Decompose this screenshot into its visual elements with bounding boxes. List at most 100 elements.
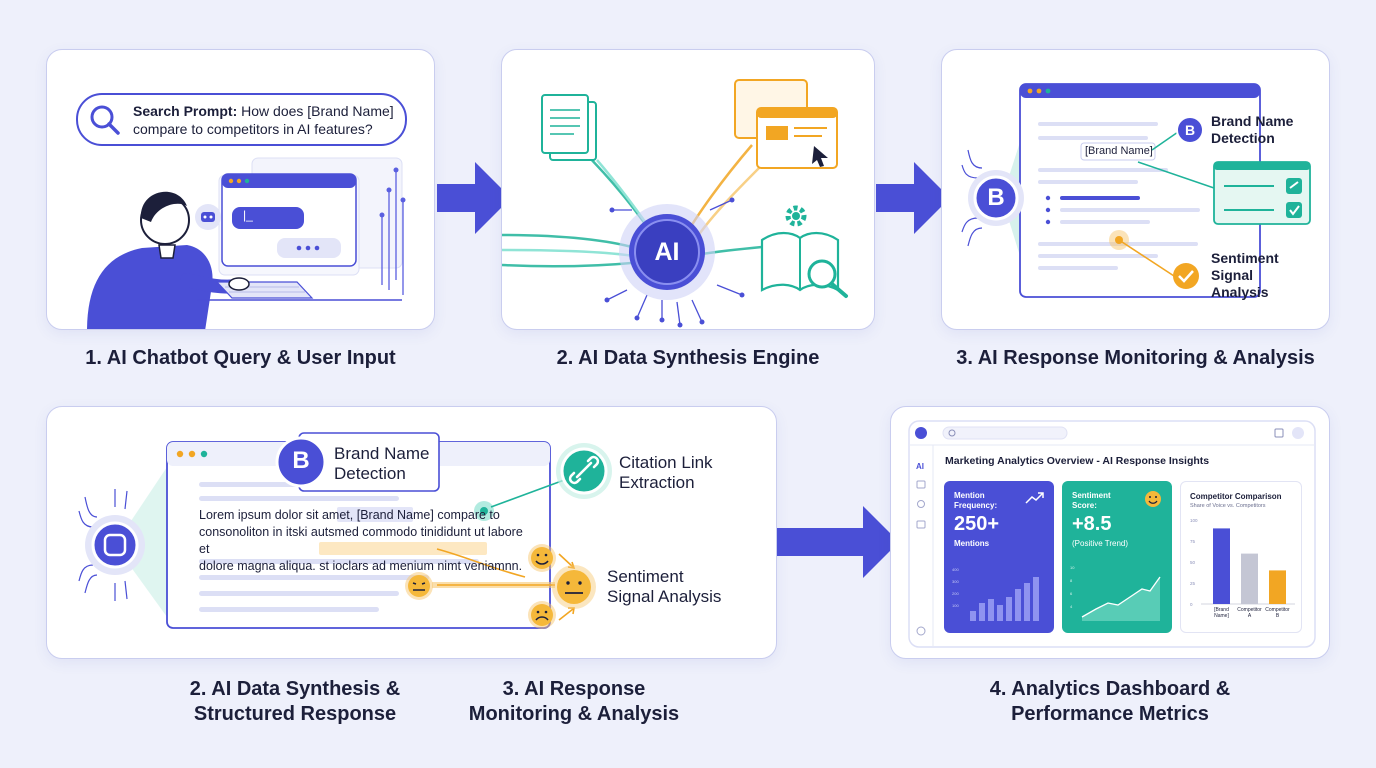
callout-citation-line1: Citation Link [619,453,713,472]
card3-bar-label: Name] [1214,613,1229,619]
callout-brand-detection-line1: Brand Name [334,444,430,463]
card2-label: Sentiment Score: [1072,491,1111,511]
brand-logo-large: B [987,184,1005,211]
body-line2: consonoliton in itski autsmed commodo ti… [199,525,523,556]
panel-structured-response: B Brand Name Detection Citation Link Ext… [46,406,777,659]
card1-label: Mention Frequency: [954,491,997,511]
sentiment-line1: Sentiment [1211,250,1279,266]
card3-bar [1241,553,1258,604]
panel5-caption: 4. Analytics Dashboard & Performance Met… [890,677,1330,727]
card1-bar [970,611,976,621]
card3-bar-label: Competitor [1237,607,1262,613]
body-brand-highlight: [Brand Name] [356,508,434,522]
card3-bar [1269,570,1286,604]
card2-ytick: 6 [1070,591,1073,596]
ai-core-label: AI [654,238,680,266]
brand-logo-callout: B [292,447,310,474]
body-line3-pre: dolore magna aliqua. st [199,559,329,573]
card3-ytick: 0 [1190,602,1193,607]
card3-bar-label: Competitor [1265,607,1290,613]
brand-detection-label: Brand Name Detection [1211,113,1293,147]
brand-detection-line2: Detection [1211,130,1275,146]
sidebar-ai-item[interactable]: AI [916,462,924,471]
panel-analytics-dashboard: AI Marketing Analytics Overview - AI Res… [890,406,1330,659]
panel4-caption-a: 2. AI Data Synthesis & Structured Respon… [150,677,440,727]
panel4-caption-b-line2: Monitoring & Analysis [468,703,680,725]
callout-sentiment: Sentiment Signal Analysis [607,567,721,607]
card2-ytick: 8 [1070,578,1073,583]
card1-bar [1033,577,1039,621]
card2-sub: (Positive Trend) [1072,539,1129,548]
card3-bar-label: B [1276,613,1280,619]
card1-bar [997,605,1003,621]
body-line3-post: nn. [504,559,523,573]
panel1-caption: 1. AI Chatbot Query & User Input [85,347,396,369]
panel-data-synthesis: AI [501,49,875,330]
body-line3-highlight: ioclars ad menium nimt veniam [332,559,505,573]
card1-bar-chart: 400 300 200 100 [952,567,1039,621]
panel4-caption-b: 3. AI Response Monitoring & Analysis [450,677,698,727]
card1-bar [1015,589,1021,621]
card3-ytick: 25 [1190,581,1196,586]
card2-label-line2: Score: [1072,501,1097,510]
card-mention-frequency[interactable]: Mention Frequency: 250+ Mentions 400 300 2… [944,481,1054,633]
card-sentiment-score[interactable]: Sentiment Score: +8.5 (Positive Trend) 1… [1062,481,1172,633]
card3-bar [1213,528,1230,604]
flow-arrow-1 [437,162,511,234]
panel-response-monitoring: B B [Brand Name] Brand Name Detection Se… [941,49,1330,330]
smiley-icon [1145,491,1161,507]
card3-ytick: 50 [1190,560,1196,565]
chatbot-illustration [87,157,406,329]
card1-label-line2: Frequency: [954,501,998,510]
callout-brand-detection: Brand Name Detection [334,444,429,484]
callout-citation-line2: Extraction [619,473,695,492]
callout-sentiment-line2: Signal Analysis [607,587,722,606]
search-prompt-text: Search Prompt: How does [Brand Name] com… [133,102,394,138]
search-prompt-query-line1: How does [Brand Name] [241,103,394,119]
panel3-caption: 3. AI Response Monitoring & Analysis [956,347,1315,369]
card3-ytick: 100 [1190,518,1198,523]
document-body-text: Lorem ipsum dolor sit amet, [Brand Name]… [199,507,529,575]
body-line1-pre: Lorem ipsum dolor sit amet, [199,508,354,522]
search-prompt-box[interactable] [76,93,407,146]
panel-chatbot-query: Search Prompt: How does [Brand Name] com… [46,49,435,330]
card2-area-chart: 10 8 6 4 [1070,565,1161,621]
card3-title: Competitor Comparison [1190,492,1282,501]
card1-ytick: 300 [952,579,959,584]
flow-arrow-3 [777,506,899,578]
panel4-caption-b-line1: 3. AI Response [502,678,646,700]
card2-value: +8.5 [1072,513,1112,535]
card3-bar-label: [Brand [1214,607,1229,613]
callout-brand-detection-line2: Detection [334,464,406,483]
card2-ytick: 10 [1070,565,1075,570]
card3-subtitle: Share of Voice vs. Competitors [1190,503,1266,509]
brand-tag: [Brand Name] [1085,145,1153,157]
panel5-caption-line1: 4. Analytics Dashboard & [989,678,1231,700]
search-prompt-label: Search Prompt: [133,103,238,119]
panel5-caption-line2: Performance Metrics [1011,703,1209,725]
card1-ytick: 400 [952,567,959,572]
card3-bar-label: A [1248,613,1252,619]
callout-citation: Citation Link Extraction [619,453,713,493]
card-competitor-comparison[interactable]: Competitor Comparison Share of Voice vs.… [1180,481,1302,633]
card2-label-line1: Sentiment [1072,491,1111,500]
card1-label-line1: Mention [954,491,985,500]
brand-detection-line1: Brand Name [1211,113,1294,129]
trend-up-icon [1025,492,1044,504]
structured-response-illustration [78,432,612,629]
card1-ytick: 200 [952,591,959,596]
card1-ytick: 100 [952,603,959,608]
card1-bar [979,603,985,621]
panel2-caption: 2. AI Data Synthesis Engine [556,347,820,369]
body-line1-post: compare to [437,508,500,522]
card1-bar [1006,597,1012,621]
search-icon [90,105,120,135]
card1-bar [988,599,994,621]
synthesis-illustration [502,79,848,328]
card1-sub: Mentions [954,539,990,548]
card1-value: 250+ [954,513,1000,535]
card3-bar-chart: 1007550250[BrandName]CompetitorACompetit… [1190,518,1295,619]
dashboard-title: Marketing Analytics Overview - AI Respon… [945,455,1210,467]
callout-sentiment-line1: Sentiment [607,567,684,586]
chat-bubble-text: |_ [243,208,253,222]
